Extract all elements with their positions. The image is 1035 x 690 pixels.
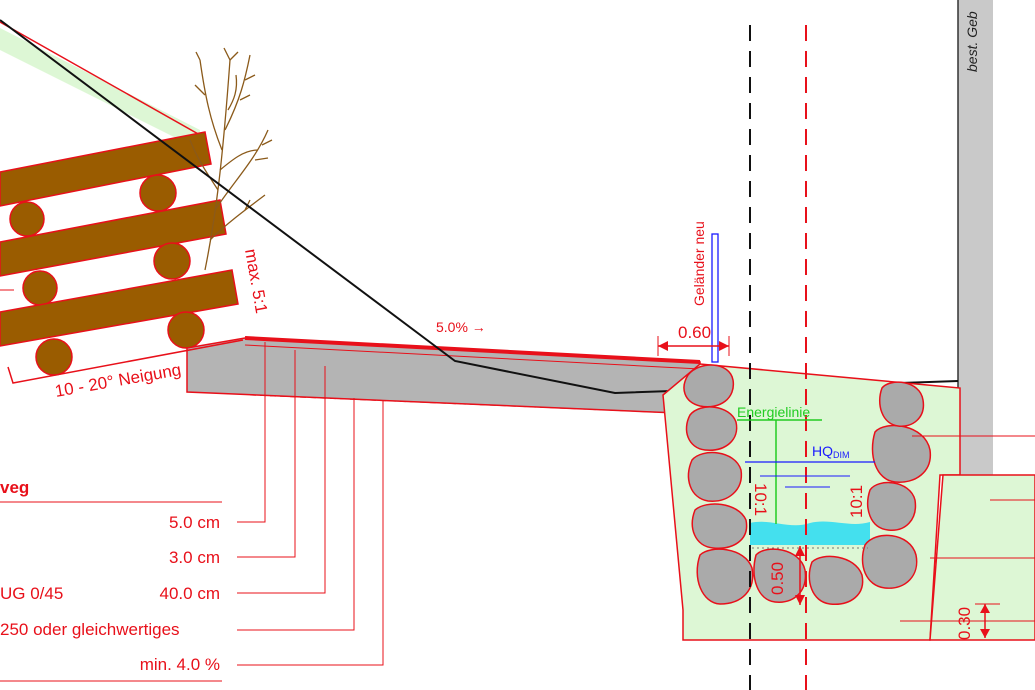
dim-arrow [795,595,805,605]
legend-row-5-value: min. 4.0 % [140,655,220,674]
log-crib-wall [0,131,239,376]
leader-line [237,400,384,666]
stone [691,503,748,549]
leader-line [237,342,266,523]
stone [753,548,807,603]
building-label: best. Geb [964,11,980,72]
incline-bracket [7,339,244,384]
water-level [750,521,870,545]
dim-arrow [658,341,668,351]
gradient-label: 5.0% → [436,319,486,335]
legend-row-2-value: 3.0 cm [169,548,220,567]
energy-line-label: Energielinie [737,404,810,420]
path-surface-layer [244,336,701,364]
embankment-edge [0,21,201,136]
log-end [153,242,191,280]
stone [867,481,917,531]
leader-line [237,350,296,558]
path-binder-line [244,344,701,370]
dim-arrow [795,546,805,556]
log-end [22,270,58,306]
embankment-vegetation [0,28,200,150]
foundation-depth-label: 0.30 [955,607,974,640]
terrain-line [0,19,959,395]
leader-line [237,398,355,631]
stone [683,364,735,408]
hq-label: HQDIM [812,443,850,460]
legend-title: veg [0,478,29,497]
railing-post [711,233,719,363]
stone [687,451,743,502]
legend-leaders [237,342,384,666]
wall-slope-right-label: 10:1 [847,485,866,518]
stone [696,548,754,605]
legend-row-4-label: 250 oder gleichwertiges [0,620,180,639]
wall-slope-left-label: 10:1 [751,483,770,516]
railing-offset-label: 0.60 [678,323,711,342]
log-beam [0,199,227,277]
hq-sub: DIM [833,450,850,460]
legend-row-1-value: 5.0 cm [169,513,220,532]
log-end [9,201,45,237]
slope-ratio-label: max. 5:1 [241,247,271,315]
log-end [139,174,177,212]
dim-arrow [719,341,729,351]
stone [808,555,864,605]
leader-line [237,366,326,594]
hq-main: HQ [812,443,833,459]
channel-stones [683,364,931,605]
legend-row-3-label: UG 0/45 [0,584,63,603]
log-beam [0,131,212,207]
log-beam [0,269,239,347]
railing-label: Geländer neu [691,221,707,306]
stone [685,406,738,451]
legend-row-3-value: 40.0 cm [160,584,220,603]
incline-label: 10 - 20° Neigung [53,360,182,401]
shrub [189,47,273,271]
log-end [35,338,73,376]
existing-building-wall [958,0,993,475]
dim-arrow [980,604,990,613]
channel-depth-label: 0.50 [768,562,787,595]
dim-arrow [980,629,990,638]
stone [878,381,925,427]
right-leaders [900,435,1035,622]
stone [861,534,918,589]
log-end [167,311,205,349]
